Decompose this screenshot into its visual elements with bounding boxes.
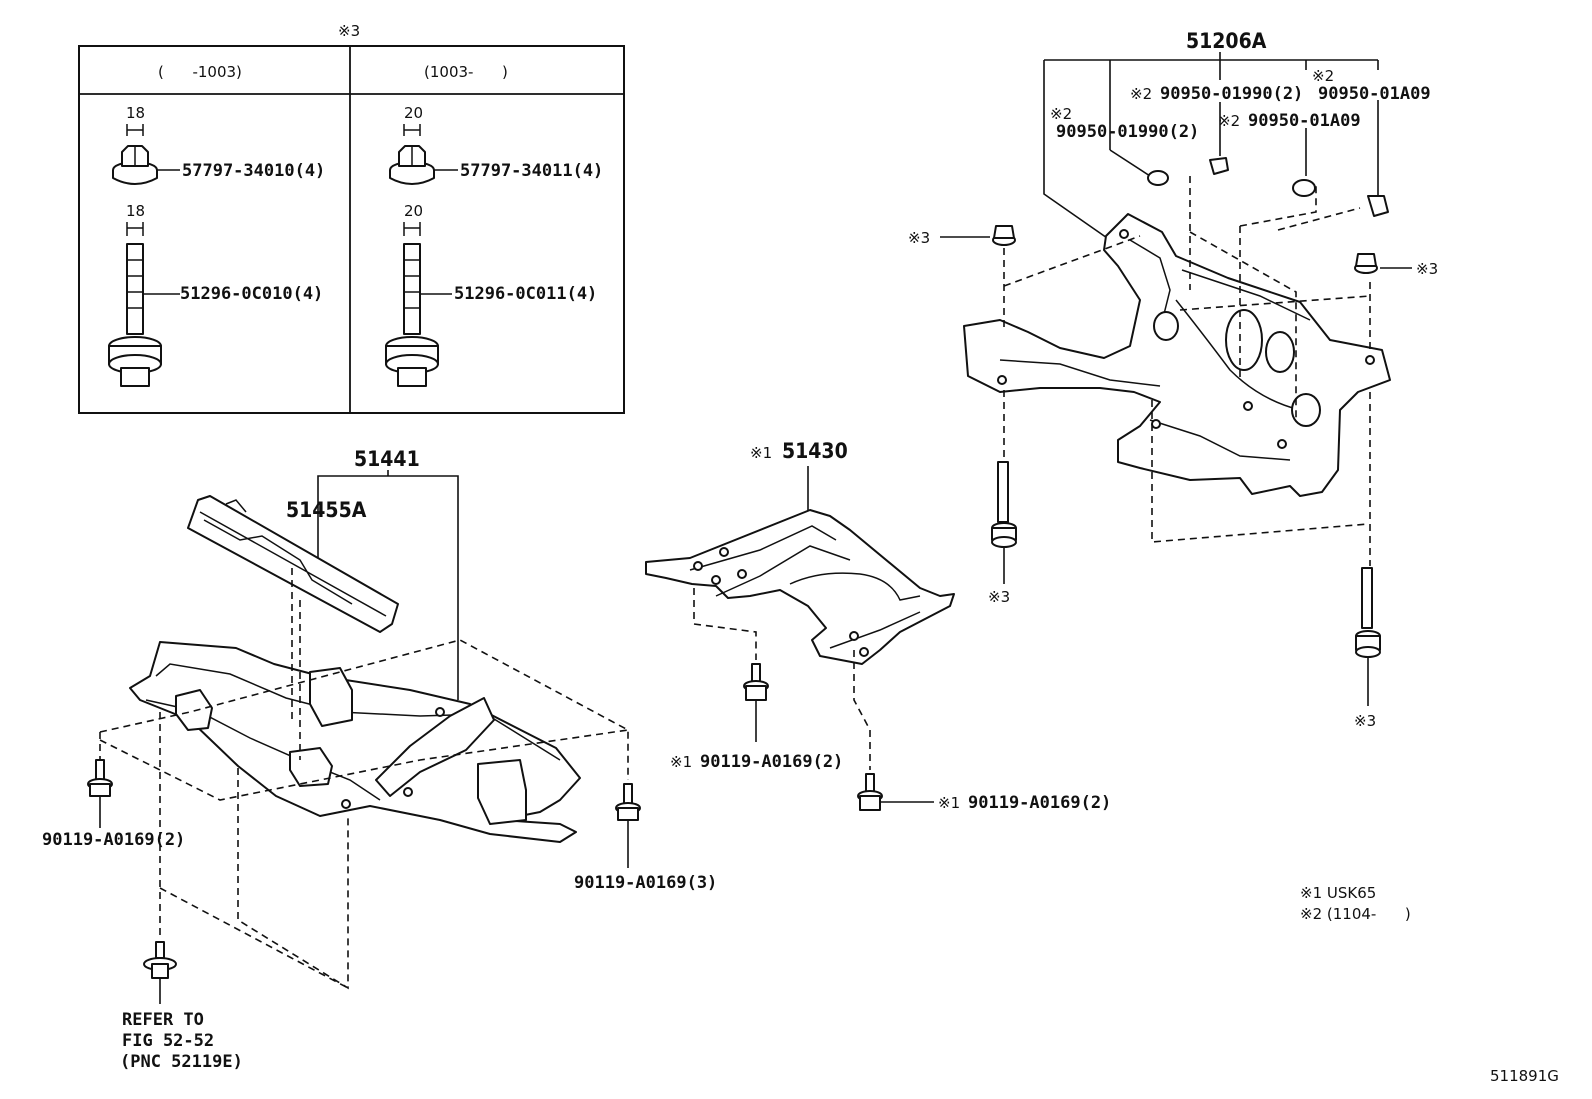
- label-mid-bolt-a-mark: ※1: [670, 753, 692, 771]
- label-51441: 51441: [354, 447, 420, 471]
- label-51430-mark: ※1: [750, 444, 772, 462]
- inset-table: ※3 ( -1003) (1003- ) 18 57797-34010(4) 1…: [78, 22, 625, 414]
- nut-right-size: 20: [404, 104, 423, 122]
- label-51206A: 51206A: [1186, 29, 1267, 53]
- bolt-left-cm-icon: [991, 461, 1017, 584]
- label-left-bolt-a: 90119-A0169(2): [42, 830, 185, 850]
- inset-left-header: ( -1003): [158, 63, 242, 81]
- label-clip-b-mark: ※2: [1130, 85, 1152, 103]
- under-cover-assembly: 51441 51455A: [42, 447, 717, 1072]
- refer-line1: REFER TO: [122, 1010, 204, 1030]
- bolt-left-size: 18: [126, 202, 145, 220]
- clip-icons: [1147, 157, 1389, 217]
- label-51430: 51430: [782, 439, 848, 463]
- bolt-left-a-icon: [87, 759, 113, 828]
- bolt-left-b-icon: [615, 783, 641, 868]
- bolt-right-size: 20: [404, 202, 423, 220]
- refer-bolt-icon: [143, 941, 177, 1004]
- bolt-left-icon: 18: [108, 202, 180, 387]
- bolt-right-icon: 20: [385, 202, 452, 387]
- label-bolt-right-mark: ※3: [1354, 712, 1376, 730]
- label-mid-bolt-a: 90119-A0169(2): [700, 752, 843, 772]
- label-clip-a: 90950-01990(2): [1056, 122, 1199, 142]
- bolt-right-part: 51296-0C011(4): [454, 284, 597, 304]
- label-mid-bolt-b: 90119-A0169(2): [968, 793, 1111, 813]
- inset-mark: ※3: [338, 22, 360, 40]
- label-clip-c-mark: ※2: [1218, 112, 1240, 130]
- label-clip-d-mark: ※2: [1312, 67, 1334, 85]
- note-2: ※2 (1104- ): [1300, 905, 1411, 923]
- note-1: ※1 USK65: [1300, 884, 1376, 902]
- bolt-left-part: 51296-0C010(4): [180, 284, 323, 304]
- label-left-bolt-b: 90119-A0169(3): [574, 873, 717, 893]
- refer-line2: FIG 52-52: [122, 1031, 214, 1051]
- crossmember-51206a: [963, 213, 1391, 497]
- cover-51430: [645, 509, 955, 665]
- bracket-51455a: [187, 495, 399, 633]
- nut-right-icon: 20: [389, 104, 458, 185]
- label-clip-b: 90950-01990(2): [1160, 84, 1303, 104]
- figure-id: 511891G: [1490, 1067, 1559, 1085]
- inset-frame: [78, 45, 625, 414]
- cover-51441: [129, 641, 581, 843]
- crossmember-assembly: 51206A ※2 90950-01990(2) ※2 90950-01990(…: [908, 29, 1438, 730]
- label-clip-a-mark: ※2: [1050, 105, 1072, 123]
- inset-right-header: (1003- ): [424, 63, 508, 81]
- nut-right-cm-icon: [1354, 253, 1412, 274]
- label-bolt-left-mark: ※3: [988, 588, 1010, 606]
- bolt-right-cm-icon: [1355, 567, 1381, 706]
- label-51455A: 51455A: [286, 498, 367, 522]
- nut-left-cm-icon: [940, 225, 1016, 246]
- cover-51430-assembly: ※1 51430 ※1 90119-A0169(2): [645, 439, 1111, 813]
- nut-left-icon: 18: [112, 104, 180, 185]
- label-nut-right-mark: ※3: [1416, 260, 1438, 278]
- label-mid-bolt-b-mark: ※1: [938, 794, 960, 812]
- nut-left-size: 18: [126, 104, 145, 122]
- label-clip-c: 90950-01A09: [1248, 111, 1361, 131]
- nut-right-part: 57797-34011(4): [460, 161, 603, 181]
- refer-line3: (PNC 52119E): [120, 1052, 243, 1072]
- label-clip-d: 90950-01A09: [1318, 84, 1431, 104]
- bolt-mid-b-icon: [857, 773, 934, 811]
- nut-left-part: 57797-34010(4): [182, 161, 325, 181]
- label-nut-left-mark: ※3: [908, 229, 930, 247]
- bolt-mid-a-icon: [743, 663, 769, 742]
